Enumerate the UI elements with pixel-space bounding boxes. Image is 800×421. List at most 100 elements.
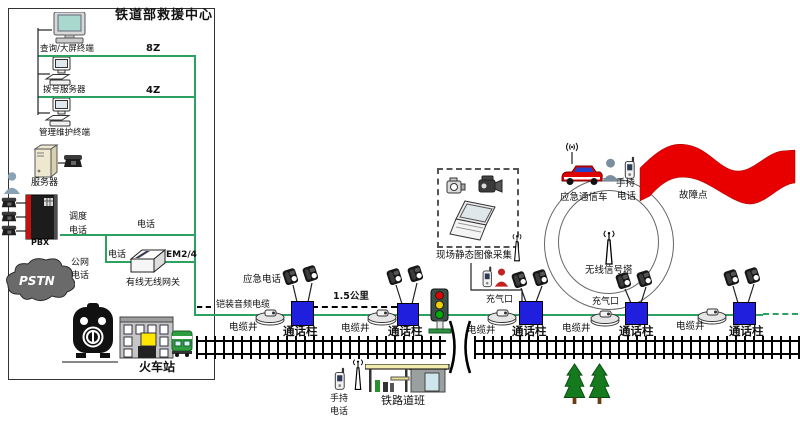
air-port-label-2: 充气口: [592, 297, 620, 307]
handheld-phone-icon: [480, 265, 494, 289]
armored-cable-label: 铠装音频电缆: [216, 300, 271, 310]
depot-antenna-icon: [349, 356, 367, 394]
pstn-cloud-icon: PSTN: [6, 258, 75, 302]
handheld-vehicle-label-1: 手持: [616, 178, 636, 189]
tree-icon: [588, 363, 611, 404]
wall-phone-icon: [722, 267, 742, 287]
image-capture-label: 现场静态图像采集: [436, 250, 513, 261]
cable-well-label-3: 电缆井: [467, 325, 496, 336]
pbx-phone-line: [60, 234, 195, 236]
comm-vehicle-label: 应急通信车: [560, 192, 608, 203]
vehicle-antenna-icon: [565, 142, 579, 152]
wall-phone-icon: [635, 268, 655, 288]
server-label: 服务器: [31, 178, 59, 188]
tree-icon: [563, 363, 586, 404]
public-phone-label-1: 公网: [71, 258, 90, 268]
green-train-icon: [171, 330, 193, 357]
query-terminal-icon: [53, 12, 86, 44]
dispatch-phone-label-2: 电话: [69, 226, 88, 236]
gateway-label: 有线无线网关: [126, 278, 181, 288]
wall-phone-icon: [743, 265, 763, 285]
call-post-label-1: 通话柱: [283, 324, 318, 338]
rescue-center-title: 铁道部救援中心: [115, 8, 214, 23]
public-phone-label-2: 电话: [71, 271, 90, 281]
wall-phone-icon: [406, 263, 426, 283]
maintenance-terminal-icon: [44, 98, 71, 127]
call-post: [397, 303, 419, 326]
radio-coverage-inner: [558, 190, 659, 294]
wall-phone-icon: [281, 266, 301, 286]
station-label: 火车站: [139, 360, 176, 374]
call-post: [625, 302, 648, 325]
platform-line: [62, 361, 118, 363]
pstn-label: PSTN: [19, 274, 55, 288]
rail-depot-label: 铁路道班: [381, 394, 425, 407]
distance-label: 1.5公里: [333, 291, 369, 302]
pbx-phone-icon: [1, 224, 17, 237]
call-post: [733, 302, 756, 325]
handheld-phone-icon: [332, 366, 347, 392]
cable-well-label-2: 电缆井: [341, 323, 370, 334]
wall-phone-icon: [531, 267, 551, 287]
still-camera-icon: [446, 177, 466, 194]
image-capture-box: [437, 168, 519, 248]
call-post: [519, 301, 543, 325]
cable-well-label-4: 电缆井: [562, 323, 591, 334]
net-line-4z: [38, 96, 196, 98]
handheld-depot-label-1: 手持: [330, 394, 349, 404]
pbx-gateway-vertical: [105, 235, 107, 263]
gateway-port-label: EM2/4: [166, 250, 197, 260]
dial-server-tag: 4Z: [146, 85, 161, 96]
cable-well-label-1: 电缆井: [229, 322, 258, 333]
distance-dash-line: [312, 306, 397, 308]
handheld-depot-label-2: 电话: [330, 407, 349, 417]
operator-person-icon: [3, 171, 21, 195]
dispatch-phone-label-1: 调度: [69, 212, 88, 222]
wall-phone-icon: [385, 266, 405, 286]
laptop-icon: [449, 200, 496, 241]
rescue-center-box: [8, 8, 215, 380]
dial-server-label: 拨号服务器: [43, 85, 86, 95]
gateway-phone-label: 电话: [108, 250, 127, 260]
server-phone-icon: [63, 153, 83, 169]
maintenance-terminal-label: 管理维护终端: [39, 128, 91, 138]
comm-vehicle-icon: [561, 165, 603, 185]
query-terminal-tag: 8Z: [146, 43, 161, 54]
cable-well-icon: [589, 309, 621, 327]
wireless-tower-label: 无线信号塔: [585, 265, 633, 276]
air-port-label-1: 充气口: [486, 295, 514, 305]
wall-phone-icon: [301, 263, 321, 283]
armored-cable-line: [195, 314, 763, 316]
gateway-box-icon: [129, 248, 167, 274]
dial-server-icon: [44, 57, 71, 86]
worker-person-icon: [494, 267, 509, 288]
rail-depot-icon: [365, 364, 450, 393]
wireless-tower-icon: [599, 230, 619, 266]
fault-banner: [639, 143, 796, 205]
server-tower-icon: [33, 144, 59, 179]
query-terminal-label: 查询/大屏终端: [40, 44, 94, 54]
pbx-label: PBX: [31, 238, 50, 247]
call-post-label-4: 通话柱: [619, 324, 654, 338]
railway-track: [196, 336, 800, 359]
pbx-phone-icon: [1, 210, 17, 223]
fault-point-label: 故障点: [679, 190, 708, 201]
net-line-8z: [38, 55, 196, 57]
video-camera-icon: [478, 175, 503, 193]
handheld-vehicle-label-2: 电话: [617, 191, 637, 202]
call-post-label-5: 通话柱: [729, 324, 764, 338]
call-post: [291, 301, 314, 326]
armored-cable-dashed: [763, 313, 798, 315]
emergency-phone-label: 应急电话: [243, 274, 282, 285]
cable-well-label-5: 电缆井: [676, 321, 705, 332]
wall-phone-icon: [510, 269, 530, 289]
signal-light-icon: [428, 288, 452, 334]
station-spacing-dash: [197, 306, 211, 308]
pbx-tower-icon: [25, 194, 58, 240]
station-building-icon: [119, 316, 174, 359]
call-post-label-3: 通话柱: [512, 324, 547, 338]
call-post-label-2: 通话柱: [388, 324, 423, 338]
net-bus-vertical: [194, 55, 196, 316]
pbx-line-phone-label: 电话: [137, 220, 156, 230]
